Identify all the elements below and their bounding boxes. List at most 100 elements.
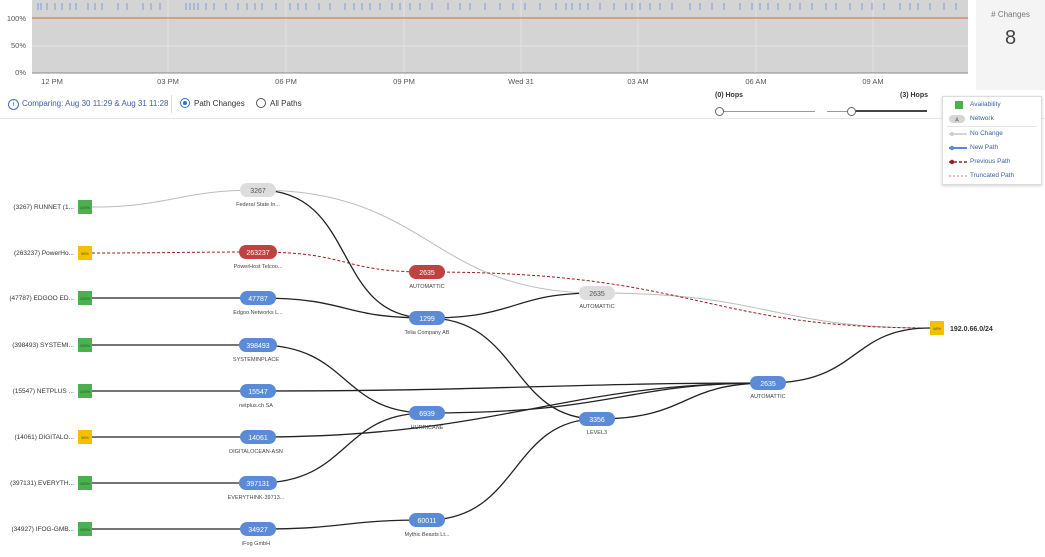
comparing-text: Comparing: Aug 30 11:29 & Aug 31 11:28 xyxy=(22,99,169,108)
network-node[interactable]: 397131 EVERYTHINK-39713... xyxy=(228,476,285,501)
agent-availability-square[interactable] xyxy=(78,338,92,352)
y-tick-50: 50% xyxy=(11,41,26,50)
network-node[interactable]: 47787 Edgoo Networks L... xyxy=(233,291,283,316)
agent-availability-square[interactable] xyxy=(78,522,92,536)
controls-bar: i Comparing: Aug 30 11:29 & Aug 31 11:28… xyxy=(0,90,1045,119)
network-node[interactable]: 15547 netplus.ch SA xyxy=(239,384,276,409)
hops-left-label: (0) Hops xyxy=(715,92,743,99)
node-asn: 15547 xyxy=(248,389,268,396)
edge-new[interactable] xyxy=(257,189,428,319)
edge-new[interactable] xyxy=(426,292,598,319)
agents-column: (3267) RUNNET (1... 100% (263237) PowerH… xyxy=(9,200,92,536)
edge-new[interactable] xyxy=(257,382,769,392)
no-change-swatch-icon xyxy=(950,132,954,136)
network-node[interactable]: 34927 iFog GmbH xyxy=(240,522,276,547)
edge-unchanged[interactable] xyxy=(91,189,259,208)
edge-new[interactable] xyxy=(426,382,769,414)
edge-unchanged[interactable] xyxy=(596,292,931,329)
agent-label[interactable]: (3267) RUNNET (1... xyxy=(13,204,74,211)
hops-slider-right-thumb[interactable] xyxy=(847,107,856,116)
agent-availability-value: 100% xyxy=(80,527,91,532)
info-icon[interactable]: i xyxy=(8,99,19,110)
node-asn: 1299 xyxy=(419,316,435,323)
node-asn: 2635 xyxy=(589,291,605,298)
agent-row[interactable]: (15547) NETPLUS ... 100% xyxy=(13,384,92,398)
agent-row[interactable]: (3267) RUNNET (1... 100% xyxy=(13,200,92,214)
edge-new[interactable] xyxy=(257,344,428,414)
agent-label[interactable]: (15547) NETPLUS ... xyxy=(13,388,75,395)
x-tick-wed31: Wed 31 xyxy=(508,77,534,86)
agent-availability-square[interactable] xyxy=(78,246,92,260)
edge-new[interactable] xyxy=(257,297,428,319)
node-name: iFog GmbH xyxy=(242,541,270,547)
agent-availability-value: 100% xyxy=(80,205,91,210)
network-node[interactable]: 2635 AUTOMATTIC xyxy=(750,376,786,400)
agent-row[interactable]: (398493) SYSTEMI... 100% xyxy=(12,338,92,352)
legend-panel: Availability A Network No Change New Pat… xyxy=(942,96,1042,185)
agent-availability-value: 98% xyxy=(81,435,89,440)
node-name: Telia Company AB xyxy=(405,330,450,336)
network-node[interactable]: 263237 PowerHost Telcoo... xyxy=(234,245,283,270)
agent-label[interactable]: (34927) IFOG-GMB... xyxy=(12,526,75,533)
availability-timeline[interactable]: 100% 50% 0% 12 PM 03 PM 06 PM 09 PM Wed … xyxy=(0,0,972,90)
legend-previous-path-label: Previous Path xyxy=(970,158,1011,165)
agent-row[interactable]: (397131) EVERYTH... 100% xyxy=(10,476,92,490)
agent-availability-square[interactable] xyxy=(78,384,92,398)
target-node[interactable]: 98% 192.0.66.0/24 xyxy=(930,321,993,335)
network-node[interactable]: 1299 Telia Company AB xyxy=(405,311,450,336)
node-asn: 14061 xyxy=(248,435,268,442)
edge-previous[interactable] xyxy=(91,251,259,254)
path-changes-label[interactable]: Path Changes xyxy=(194,99,245,108)
network-node[interactable]: 398493 SYSTEMINPLACE xyxy=(233,338,279,363)
agent-availability-square[interactable] xyxy=(78,200,92,214)
network-node[interactable]: 3267 Federal State In... xyxy=(236,183,280,208)
edge-new[interactable] xyxy=(257,412,428,484)
legend-previous-path: Previous Path xyxy=(943,155,1041,169)
edge-new[interactable] xyxy=(767,327,931,384)
x-tick-03pm: 03 PM xyxy=(157,77,179,86)
agent-availability-square[interactable] xyxy=(78,476,92,490)
agent-availability-square[interactable] xyxy=(78,430,92,444)
agent-label[interactable]: (263237) PowerHo... xyxy=(14,250,74,257)
legend-divider xyxy=(947,126,1037,127)
all-paths-label[interactable]: All Paths xyxy=(270,99,302,108)
hops-slider-right-fill xyxy=(853,110,927,112)
network-node[interactable]: 2635 AUTOMATTIC xyxy=(579,286,615,310)
hops-slider-left-thumb[interactable] xyxy=(715,107,724,116)
edge-previous[interactable] xyxy=(257,251,428,273)
agent-label[interactable]: (398493) SYSTEMI... xyxy=(12,342,74,349)
network-node[interactable]: 6939 HURRICANE xyxy=(409,406,445,431)
agent-availability-square[interactable] xyxy=(78,291,92,305)
path-changes-radio[interactable] xyxy=(180,98,190,108)
network-node[interactable]: 2635 AUTOMATTIC xyxy=(409,265,445,290)
network-node[interactable]: 3356 LEVEL3 xyxy=(579,412,615,436)
node-name: Federal State In... xyxy=(236,202,280,208)
node-name: SYSTEMINPLACE xyxy=(233,357,279,363)
node-name: EVERYTHINK-39713... xyxy=(228,495,285,501)
edge-new[interactable] xyxy=(426,418,598,521)
edge-unchanged[interactable] xyxy=(257,189,598,294)
node-name: DIGITALOCEAN-ASN xyxy=(229,449,283,455)
target-prefix: 192.0.66.0/24 xyxy=(950,326,993,333)
y-tick-0: 0% xyxy=(15,68,26,77)
path-edges xyxy=(91,189,931,530)
agent-label[interactable]: (47787) EDGOO ED... xyxy=(9,295,74,302)
agent-row[interactable]: (14061) DIGITALO... 98% xyxy=(15,430,92,444)
agent-row[interactable]: (47787) EDGOO ED... 100% xyxy=(9,291,92,305)
agent-row[interactable]: (263237) PowerHo... 98% xyxy=(14,246,92,260)
changes-label: # Changes xyxy=(991,10,1030,19)
all-paths-radio[interactable] xyxy=(256,98,266,108)
agent-row[interactable]: (34927) IFOG-GMB... 100% xyxy=(12,522,93,536)
edge-new[interactable] xyxy=(257,519,428,530)
network-node[interactable]: 14061 DIGITALOCEAN-ASN xyxy=(229,430,283,455)
agent-label[interactable]: (14061) DIGITALO... xyxy=(15,434,75,441)
target-availability-value: 98% xyxy=(933,326,941,331)
agent-label[interactable]: (397131) EVERYTH... xyxy=(10,480,74,487)
network-node[interactable]: 60011 Mythic Beasts Lt... xyxy=(405,513,450,538)
edge-new[interactable] xyxy=(426,317,598,420)
legend-network: A Network xyxy=(943,112,1041,126)
target-availability-square[interactable] xyxy=(930,321,944,335)
edge-new[interactable] xyxy=(596,382,769,420)
node-asn: 60011 xyxy=(418,518,437,525)
edge-previous[interactable] xyxy=(426,271,931,329)
